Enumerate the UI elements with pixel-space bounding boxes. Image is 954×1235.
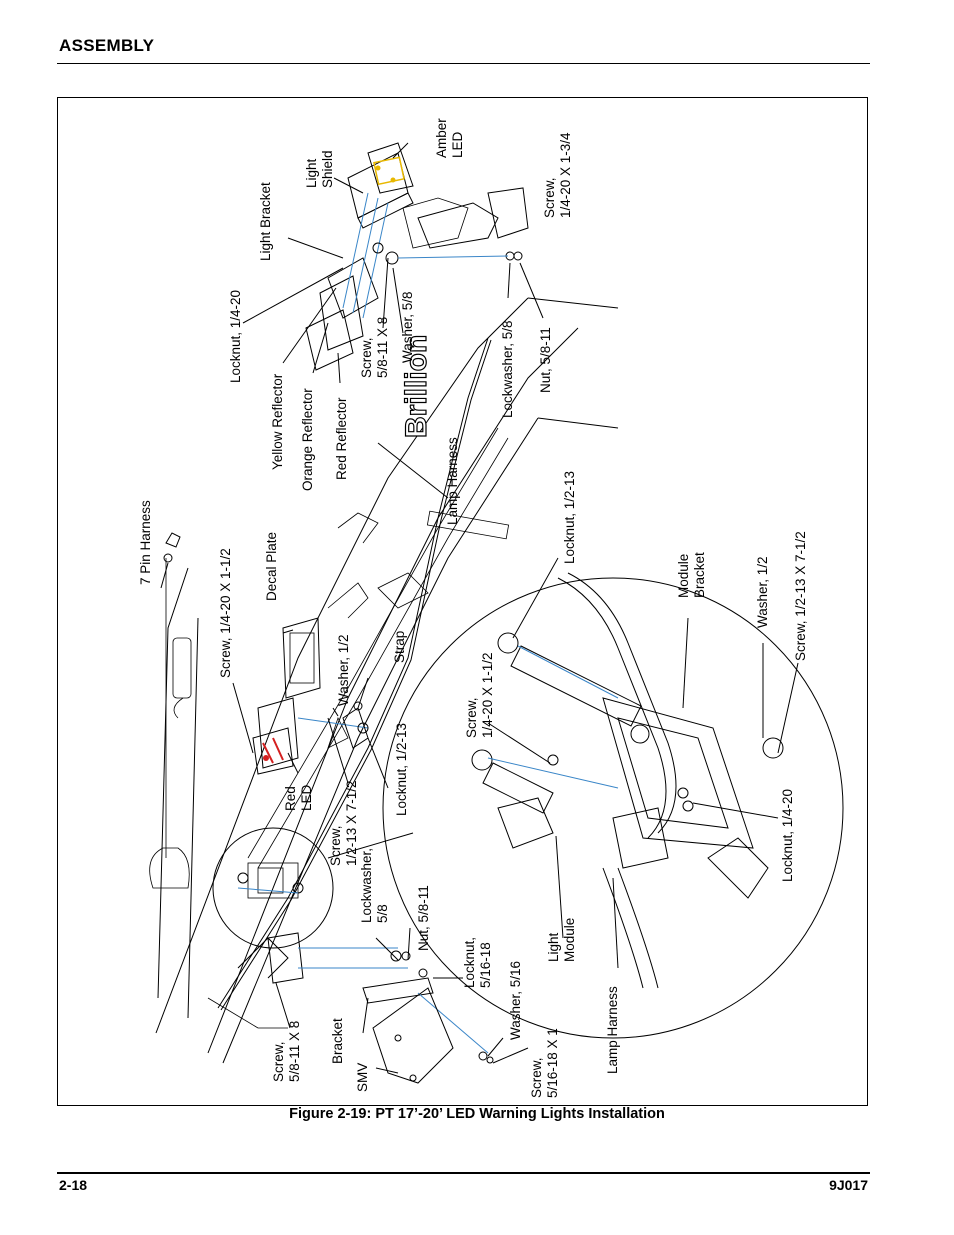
brand-logo: Brillion: [400, 335, 433, 438]
lockwasher-5-8-top-label: Lockwasher, 5/8: [500, 320, 515, 418]
washer-half-detail-label: Washer, 1/2: [755, 556, 770, 628]
locknut-half-left-label: Locknut, 1/2-13: [394, 723, 409, 816]
light-assembly-top: [305, 142, 529, 371]
svg-text:Locknut,: Locknut,: [462, 937, 477, 988]
svg-text:Module: Module: [676, 554, 691, 598]
strap-label: Strap: [392, 631, 407, 663]
nut-5-8-bottom-label: Nut, 5/8-11: [416, 885, 431, 951]
locknut-quarter-top-label: Locknut, 1/4-20: [228, 290, 243, 383]
svg-text:Module: Module: [562, 918, 577, 962]
detail-circle-large: [382, 577, 844, 1039]
svg-text:Lockwasher,: Lockwasher,: [359, 848, 374, 923]
yellow-reflector-label: Yellow Reflector: [270, 373, 285, 470]
detail-small-contents: [237, 862, 304, 899]
svg-text:5/16-18: 5/16-18: [478, 942, 493, 988]
svg-text:1/2-13 X 7-1/2: 1/2-13 X 7-1/2: [344, 780, 359, 866]
detail-large-contents: [471, 572, 784, 989]
section-title: ASSEMBLY: [59, 36, 155, 55]
lamp-harness-detail-label: Lamp Harness: [605, 986, 620, 1074]
screw-quarter-detail-label: Screw, 1/4-20 X 1-1/2: [464, 652, 495, 738]
svg-text:Screw,: Screw,: [464, 697, 479, 738]
locknut-half-detail-label: Locknut, 1/2-13: [562, 471, 577, 564]
smv-label: SMV: [355, 1063, 370, 1092]
footer-rule: [57, 1172, 870, 1174]
screw-5-16-label: Screw, 5/16-18 X 1: [529, 1028, 560, 1098]
svg-text:5/8-11 X 8: 5/8-11 X 8: [287, 1021, 302, 1082]
svg-text:Light: Light: [546, 932, 561, 962]
page-number: 2-18: [59, 1177, 88, 1193]
svg-text:Screw,: Screw,: [328, 825, 343, 866]
red-reflector-label: Red Reflector: [334, 397, 349, 480]
svg-text:Bracket: Bracket: [692, 552, 707, 598]
header-rule: [57, 63, 870, 64]
svg-text:Screw,: Screw,: [359, 337, 374, 378]
svg-text:1/4-20 X 1-1/2: 1/4-20 X 1-1/2: [480, 652, 495, 738]
assembly-diagram: Brillion: [138, 118, 844, 1098]
svg-text:Light: Light: [304, 158, 319, 188]
light-assembly-middle: [252, 617, 369, 775]
screw-quarter-1-3-4-label: Screw, 1/4-20 X 1-3/4: [542, 132, 573, 218]
washer-half-left-label: Washer, 1/2: [336, 634, 351, 706]
figure-caption: Figure 2-19: PT 17’-20’ LED Warning Ligh…: [289, 1106, 665, 1122]
svg-text:Amber: Amber: [434, 118, 449, 158]
washer-5-16-label: Washer, 5/16: [508, 961, 523, 1040]
leader-lines: [160, 142, 799, 1074]
detail-circle-small: [212, 827, 334, 949]
lockwasher-5-8-bottom-label: Lockwasher, 5/8: [359, 848, 390, 923]
figure-frame: Brillion: [57, 97, 868, 1106]
lamp-harness-top-label: Lamp Harness: [445, 437, 460, 525]
svg-text:Screw,: Screw,: [271, 1041, 286, 1082]
document-number: 9J017: [829, 1177, 868, 1193]
seven-pin-harness-label: 7 Pin Harness: [138, 500, 153, 585]
screw-half-detail-label: Screw, 1/2-13 X 7-1/2: [793, 531, 808, 661]
svg-text:1/4-20 X 1-3/4: 1/4-20 X 1-3/4: [558, 132, 573, 218]
locknut-quarter-detail-label: Locknut, 1/4-20: [780, 789, 795, 882]
light-bracket-label: Light Bracket: [258, 182, 273, 261]
screw-5-8-bottom-label: Screw, 5/8-11 X 8: [271, 1021, 302, 1082]
svg-text:LED: LED: [450, 131, 465, 158]
svg-text:Shield: Shield: [320, 150, 335, 188]
svg-text:5/8: 5/8: [375, 904, 390, 923]
svg-text:Red: Red: [283, 786, 298, 811]
orange-reflector-label: Orange Reflector: [300, 388, 315, 491]
amber-led-label: Amber LED: [434, 118, 465, 158]
svg-text:5/16-18 X 1: 5/16-18 X 1: [545, 1028, 560, 1098]
screw-quarter-1-1-2-label: Screw, 1/4-20 X 1-1/2: [218, 548, 233, 678]
light-module-label: Light Module: [546, 918, 577, 962]
nut-5-8-top-label: Nut, 5/8-11: [538, 327, 553, 393]
svg-text:5/8-11 X 8: 5/8-11 X 8: [375, 317, 390, 378]
screw-5-8-top-label: Screw, 5/8-11 X 8: [359, 317, 390, 378]
svg-text:LED: LED: [299, 784, 314, 811]
washer-5-8-label: Washer, 5/8: [400, 291, 415, 363]
svg-text:Screw,: Screw,: [529, 1057, 544, 1098]
decal-plate-label: Decal Plate: [264, 532, 279, 601]
red-led-label: Red LED: [283, 784, 314, 811]
smv-assembly: [267, 932, 494, 1084]
screw-half-7-1-2-left-label: Screw, 1/2-13 X 7-1/2: [328, 780, 359, 866]
light-shield-label: Light Shield: [304, 150, 335, 188]
svg-text:Screw,: Screw,: [542, 177, 557, 218]
locknut-5-16-label: Locknut, 5/16-18: [462, 937, 493, 988]
bracket-label: Bracket: [330, 1018, 345, 1064]
module-bracket-label: Module Bracket: [676, 552, 707, 598]
